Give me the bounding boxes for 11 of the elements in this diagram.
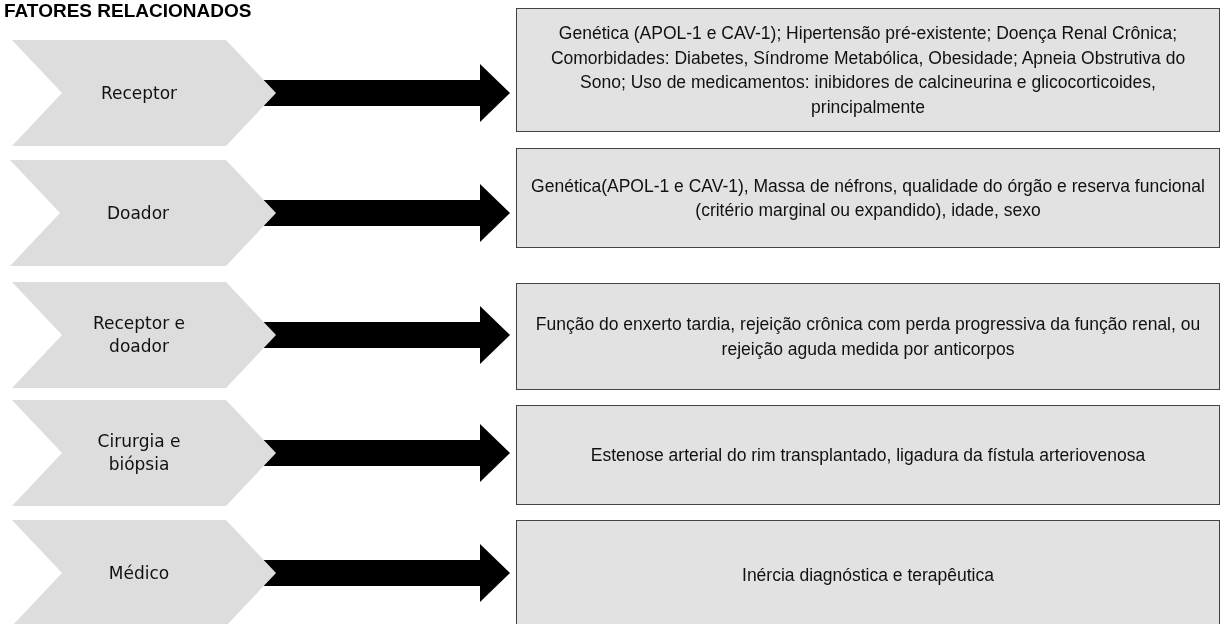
chevron-label: Médico: [108, 561, 170, 585]
text-box: Genética(APOL-1 e CAV-1), Massa de néfrons, qualidade do órgão e reserva funcional (critério marginal ou expandido), idade, sexo: [516, 148, 1220, 248]
text-box: Função do enxerto tardia, rejeição crônica com perda progressiva da função renal, ou rejeição aguda medida por anticorpos: [516, 283, 1220, 390]
chevron-label: Cirurgia e biópsia: [96, 430, 182, 476]
chevron-label: Doador: [106, 201, 170, 225]
text-box: Genética (APOL-1 e CAV-1); Hipertensão pré-existente; Doença Renal Crônica; Comorbidades: Diabetes, Síndrome Metabólica, Obesidade; Apneia Obstrutiva do Sono; Uso de medicamentos: inibidores de calcineurina e glicocorticoides, principalmente: [516, 8, 1220, 132]
text-box: Estenose arterial do rim transplantado, ligadura da fístula arteriovenosa: [516, 405, 1220, 505]
text-box: Inércia diagnóstica e terapêutica: [516, 520, 1220, 624]
chevron-label: Receptor e doador: [92, 312, 186, 358]
chevron-label: Receptor: [100, 81, 178, 105]
diagram-title: FATORES RELACIONADOS: [4, 0, 252, 22]
